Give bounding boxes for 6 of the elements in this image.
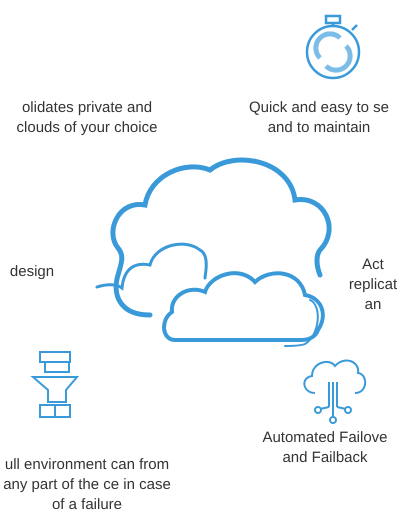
feature-text: ull environment can from any part of the ce in case of a failure — [2, 455, 172, 515]
feature-text: Quick and easy to se and to maintain — [248, 98, 390, 138]
feature-text: Act replicat an — [348, 255, 398, 315]
feature-text: Automated Failove and Failback — [261, 428, 389, 468]
feature-text: design — [8, 262, 56, 282]
feature-text: olidates private and clouds of your choice — [16, 98, 158, 138]
